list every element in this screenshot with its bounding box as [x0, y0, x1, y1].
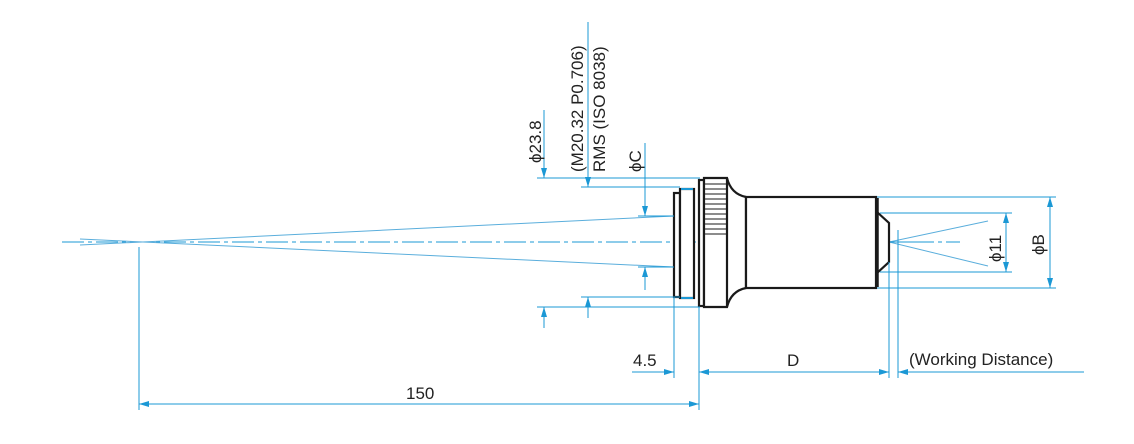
dim-working-distance: (Working Distance)	[876, 350, 1084, 375]
label-150: 150	[406, 384, 434, 403]
light-rays-left	[79, 215, 675, 268]
dim-150: 150	[139, 384, 699, 407]
light-rays-focus	[880, 220, 989, 267]
dim-phi-c: ϕC	[626, 143, 648, 290]
extension-lines	[138, 177, 1056, 410]
dim-phi-23-8: ϕ23.8	[526, 110, 547, 328]
label-phi-11: ϕ11	[986, 235, 1005, 262]
dim-phi-11: ϕ11	[986, 213, 1009, 272]
label-thread-standard: RMS (ISO 8038)	[590, 46, 609, 172]
label-d: D	[787, 351, 799, 370]
dim-rms-thread: (M20.32 P0.706) RMS (ISO 8038)	[568, 22, 609, 318]
label-working-distance: (Working Distance)	[909, 350, 1053, 369]
dim-phi-b: ϕB	[1029, 197, 1053, 288]
label-phi-b: ϕB	[1029, 234, 1048, 255]
label-phi-c: ϕC	[626, 150, 645, 172]
label-thread-spec: (M20.32 P0.706)	[568, 45, 587, 172]
dim-d: D	[699, 351, 889, 375]
dim-4-5: 4.5	[632, 351, 674, 375]
label-phi-23-8: ϕ23.8	[526, 120, 545, 163]
label-4-5: 4.5	[633, 351, 657, 370]
objective-body	[672, 176, 891, 309]
knurl-lines	[705, 183, 726, 235]
